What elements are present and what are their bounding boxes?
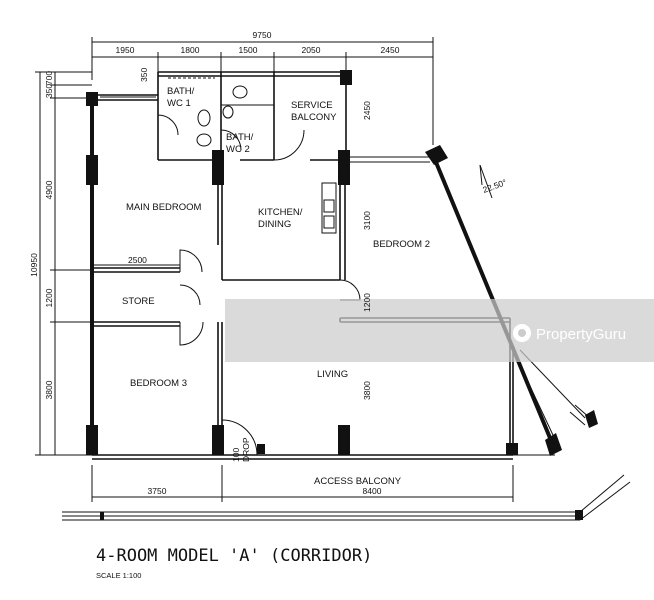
- toilet-wc1-icon: [197, 109, 211, 127]
- room-bedroom3: BEDROOM 3: [130, 378, 187, 389]
- room-kitchen-line1: KITCHEN/: [258, 207, 303, 218]
- room-labels: BATH/ WC 1 BATH/ WC 2 SERVICE BALCONY MA…: [122, 86, 430, 487]
- watermark-text: PropertyGuru: [536, 326, 626, 343]
- dim-overall-width: 9750: [253, 30, 272, 40]
- watermark-logo-icon: [513, 324, 531, 342]
- dim-bedroom2-depth: 3100: [362, 211, 372, 230]
- dim-store-width: 2500: [128, 255, 147, 265]
- dim-top-4: 2050: [302, 45, 321, 55]
- walls: [90, 71, 514, 460]
- fixtures: [168, 77, 337, 234]
- dim-left-1: 350: [44, 84, 54, 98]
- room-bath-wc2-line2: WC 2: [226, 144, 250, 155]
- room-main-bedroom: MAIN BEDROOM: [126, 202, 202, 213]
- room-bedroom2: BEDROOM 2: [373, 239, 430, 250]
- basin-wc1-icon: [196, 133, 212, 147]
- left-dimensions: 10950 350 700 4900 1200 3800: [29, 71, 92, 456]
- dim-service-balcony-depth: 2450: [362, 101, 372, 120]
- dim-left-overall: 10950: [29, 253, 39, 277]
- drop-line1: 100: [231, 448, 241, 462]
- kitchen-counter-icon: [321, 182, 337, 234]
- room-bath-wc1-line2: WC 1: [167, 98, 191, 109]
- dim-bottom-2: 8400: [363, 486, 382, 496]
- room-kitchen-line2: DINING: [258, 219, 291, 230]
- dim-step: 1200: [362, 293, 372, 312]
- drop-line2: DROP: [241, 437, 251, 462]
- dim-top-small: 350: [139, 68, 149, 82]
- room-living: LIVING: [317, 369, 348, 380]
- dim-living-depth: 3800: [362, 381, 372, 400]
- dim-top-3: 1500: [239, 45, 258, 55]
- dim-top-2: 1800: [181, 45, 200, 55]
- dim-left-2: 700: [44, 71, 54, 85]
- toilet-wc2-icon: [232, 85, 248, 99]
- basin-wc2-icon: [222, 105, 234, 119]
- room-bath-wc1-line1: BATH/: [167, 86, 195, 97]
- dim-left-3: 4900: [44, 180, 54, 199]
- bottom-dimensions: 3750 8400: [91, 465, 514, 502]
- plan-title: 4-ROOM MODEL 'A' (CORRIDOR): [96, 546, 372, 566]
- doors: [157, 114, 361, 456]
- columns: [86, 70, 518, 455]
- watermark-band: [225, 299, 654, 362]
- dim-left-4: 1200: [44, 288, 54, 307]
- plan-scale: SCALE 1:100: [96, 571, 141, 580]
- room-service-balcony-line2: BALCONY: [291, 112, 337, 123]
- room-store: STORE: [122, 296, 155, 307]
- room-bath-wc2-line1: BATH/: [226, 132, 254, 143]
- room-access-balcony: ACCESS BALCONY: [314, 476, 402, 487]
- top-dimensions: 9750 1950 1800 1500 2050 2450: [91, 30, 434, 145]
- corridor: [62, 474, 631, 521]
- dim-top-5: 2450: [381, 45, 400, 55]
- dim-left-5: 3800: [44, 380, 54, 399]
- dim-bottom-1: 3750: [148, 486, 167, 496]
- room-service-balcony-line1: SERVICE: [291, 100, 333, 111]
- dim-top-1: 1950: [116, 45, 135, 55]
